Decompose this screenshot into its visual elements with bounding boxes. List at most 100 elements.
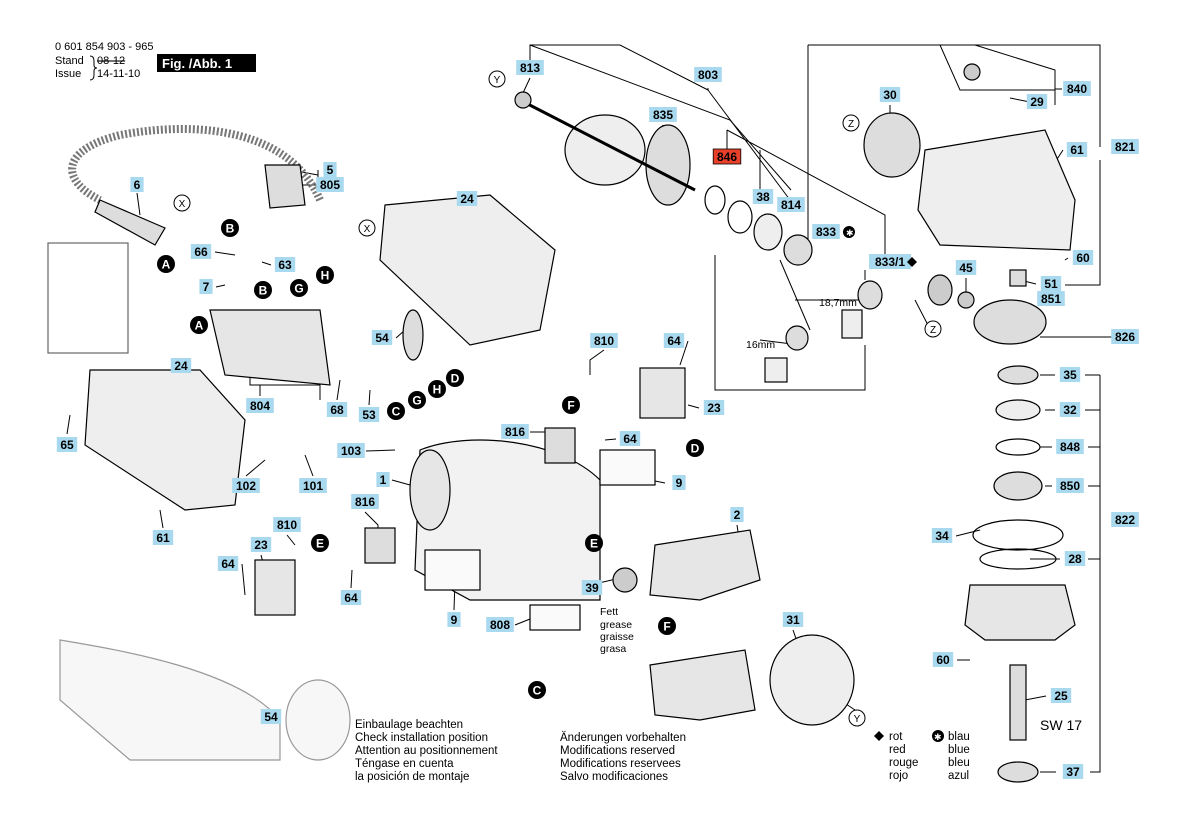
connector-letter: D: [691, 442, 700, 456]
part-callout-9: 9: [447, 612, 461, 627]
part-number-text: 60: [1076, 251, 1090, 265]
connector-marker-H: H: [428, 380, 446, 398]
retaining-ring-848: [995, 438, 1041, 456]
installation-detail-guard: [285, 679, 351, 761]
figure-label: Fig. /Abb. 1: [162, 56, 232, 71]
connector-letter: B: [259, 284, 268, 298]
install-note-line: Attention au positionnement: [355, 745, 498, 757]
reference-marker-X: X: [173, 194, 191, 212]
connector-letter: B: [226, 222, 235, 236]
part-number-text: 821: [1115, 140, 1135, 154]
label-808: [529, 604, 581, 631]
reference-letter: Z: [930, 325, 936, 336]
connector-marker-G: G: [408, 391, 426, 409]
part-number-text: 851: [1041, 292, 1061, 306]
dimension-label: grease: [600, 619, 632, 631]
part-callout-821: 821: [1111, 139, 1139, 154]
part-number-text: 64: [344, 591, 358, 605]
part-callout-848: 848: [1056, 439, 1084, 454]
reference-letter: Y: [494, 75, 501, 86]
connector-marker-A: A: [190, 316, 208, 334]
part-callout-835: 835: [649, 107, 677, 122]
part-callout-833/1: 833/1: [869, 254, 911, 269]
part-number-text: 25: [1054, 689, 1068, 703]
part-number-text: 39: [585, 581, 599, 595]
part-callout-38: 38: [752, 189, 774, 204]
brush-holder-816-top: [544, 427, 576, 464]
part-number-text: 45: [959, 261, 973, 275]
issue-value: 14-11-10: [97, 68, 140, 80]
install-note-line: Check installation position: [355, 732, 488, 744]
part-number-text: 28: [1068, 552, 1082, 566]
part-number-text: 61: [1070, 143, 1084, 157]
part-number-text: 31: [786, 613, 800, 627]
part-number-text: 53: [362, 408, 376, 422]
housing-front: [409, 449, 451, 531]
part-number-text: 816: [505, 425, 525, 439]
armature-fan: [645, 124, 691, 206]
legend-blue: azul: [948, 770, 969, 782]
reference-letter: Y: [854, 714, 861, 725]
armature-rotor: [564, 114, 646, 186]
part-callout-826: 826: [1111, 329, 1139, 344]
part-callout-822: 822: [1111, 512, 1139, 527]
part-number-text: 816: [355, 495, 375, 509]
connector-marker-H: H: [316, 266, 334, 284]
part-callout-833: 833: [812, 224, 840, 239]
part-number-text: 63: [278, 258, 292, 272]
part-callout-816: 816: [501, 424, 529, 439]
part-callout-28: 28: [1064, 551, 1086, 566]
part-callout-814: 814: [777, 197, 805, 212]
modifications-note: Änderungen vorbehalten Modifications res…: [560, 732, 686, 783]
crown-gear-826: [973, 299, 1047, 345]
connector-letter: D: [451, 372, 460, 386]
connector-letter: F: [567, 399, 574, 413]
part-callout-813: 813: [516, 60, 544, 75]
part-number-text: 1: [380, 473, 387, 487]
part-callout-5: 5: [323, 162, 337, 177]
part-callout-102: 102: [232, 478, 260, 493]
part-drawings: [47, 63, 1076, 783]
part-number-text: 103: [341, 444, 361, 458]
part-callout-64: 64: [663, 333, 685, 348]
part-number-text: 848: [1060, 440, 1080, 454]
dimension-label: graisse: [600, 631, 634, 643]
part-number-text: 840: [1067, 82, 1087, 96]
mods-note-line: Änderungen vorbehalten: [560, 732, 686, 744]
part-number-text: 24: [460, 192, 474, 206]
part-number-text: 822: [1115, 513, 1135, 527]
part-callout-101: 101: [299, 478, 327, 493]
part-callout-846: 846: [712, 148, 742, 165]
field-coil-2: [649, 529, 761, 601]
connector-marker-B: B: [221, 219, 239, 237]
part-number-text: 803: [698, 68, 718, 82]
connector-marker-A: A: [157, 255, 175, 273]
connector-marker-C: C: [387, 402, 405, 420]
connector-letter: C: [392, 405, 401, 419]
part-callout-23: 23: [250, 537, 272, 552]
part-number-text: 804: [250, 399, 270, 413]
part-number-text: 64: [667, 334, 681, 348]
part-number-text: 6: [134, 178, 141, 192]
circuit-schematic: [47, 242, 129, 354]
part-callout-37: 37: [1062, 764, 1084, 779]
handle-half-left: [84, 369, 246, 511]
ring-846: [727, 200, 753, 234]
gear-housing: [917, 129, 1076, 251]
part-number-text: 850: [1060, 479, 1080, 493]
connector-letter: E: [316, 537, 324, 551]
part-number-text: 68: [330, 403, 344, 417]
part-number-text: 810: [277, 518, 297, 532]
part-number-text: 64: [623, 432, 637, 446]
install-note-line: la posición de montaje: [355, 771, 469, 783]
bearing-814: [783, 234, 813, 266]
bearing-813: [514, 91, 532, 109]
part-number-text: 835: [653, 108, 673, 122]
dimension-label: Fett: [600, 606, 618, 618]
reference-marker-X: X: [358, 219, 376, 237]
part-callout-54: 54: [371, 330, 393, 345]
part-number-text: 54: [375, 331, 389, 345]
